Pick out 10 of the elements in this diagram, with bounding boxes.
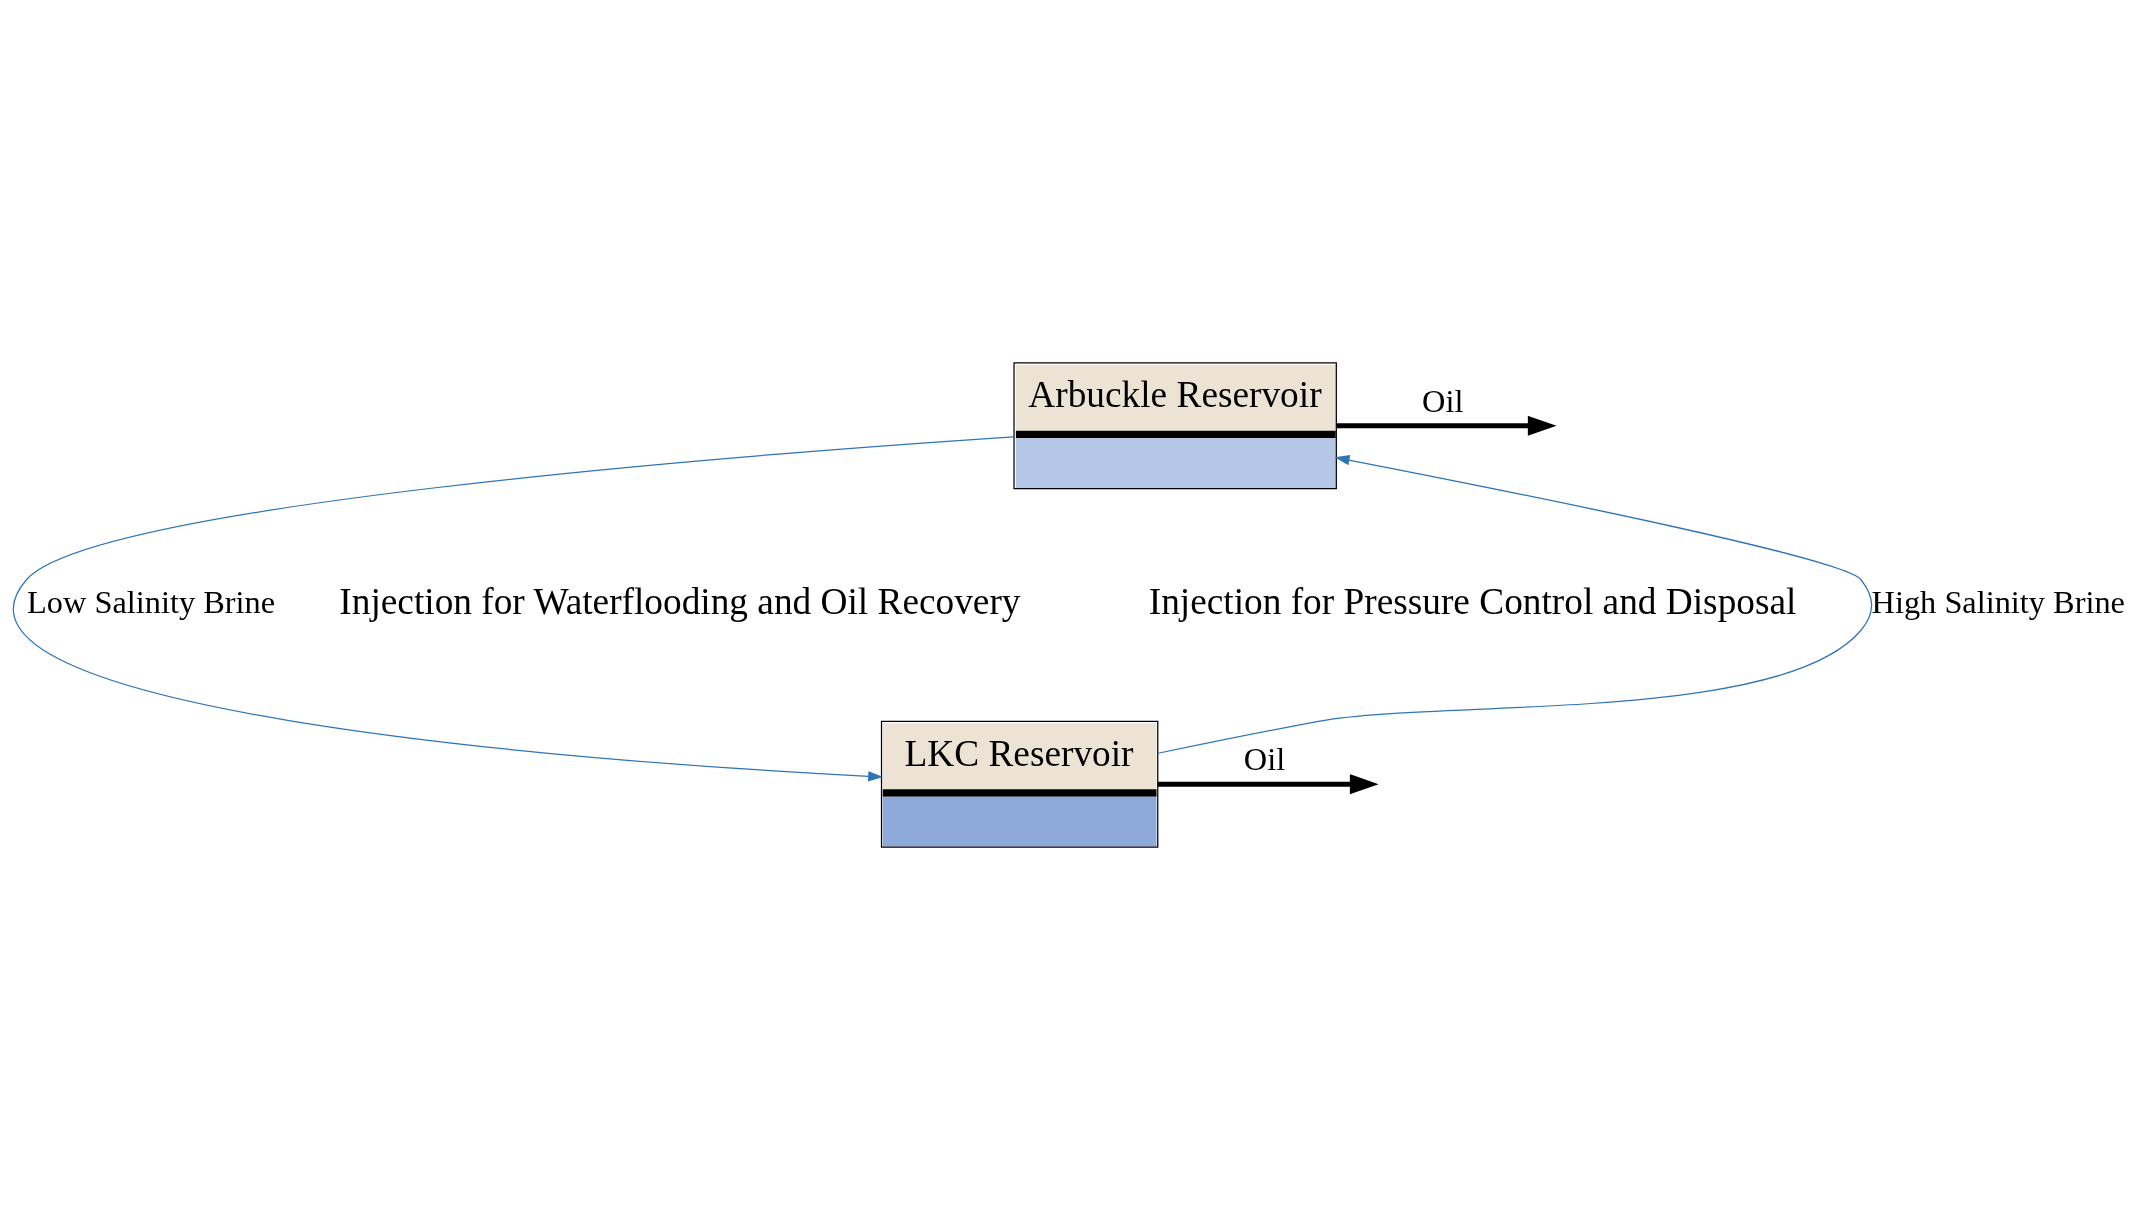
edge-label: Oil	[1243, 740, 1286, 777]
edge-label: Low Salinity Brine	[27, 583, 276, 620]
arrow	[1336, 415, 1557, 436]
label: Injection for Waterflooding and Oil Recovery	[339, 580, 1021, 622]
arrow	[1157, 773, 1379, 794]
label: Injection for Pressure Control and Disposal	[1148, 580, 1797, 622]
edge-label: Oil	[1422, 382, 1464, 419]
edge-label: High Salinity Brine	[1871, 583, 2125, 620]
arrow	[12, 435, 1015, 782]
arrow	[1157, 454, 1873, 754]
